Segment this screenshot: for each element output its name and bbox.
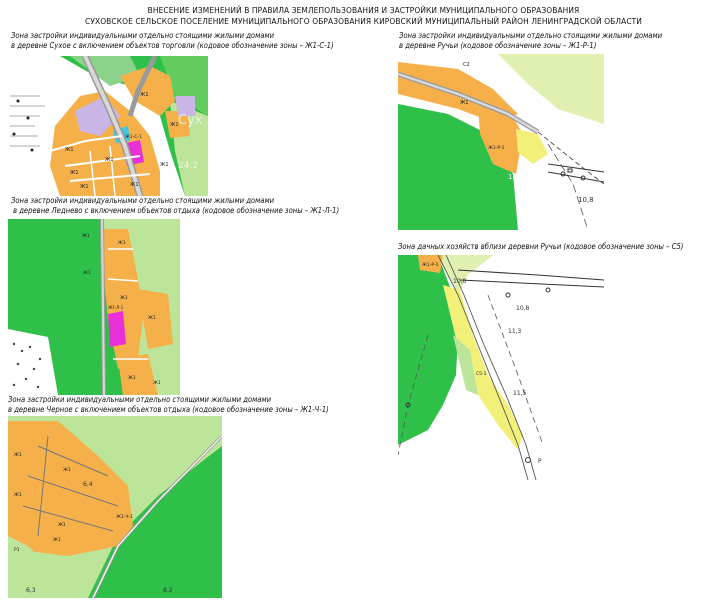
zone-label: Ж1	[120, 295, 128, 301]
elevation-mark: 10,0	[508, 173, 524, 181]
zone-label: Ж1	[58, 522, 66, 528]
sukhoe-caption-1: Зона застройки индивидуальными отдельно …	[11, 31, 275, 40]
zone-label: Ж1	[160, 162, 169, 168]
zone-label: Ж1	[70, 170, 79, 176]
zone-label: Ж1-Л-1	[108, 305, 124, 310]
zone-label: Ж1	[460, 100, 469, 106]
elevation-mark: 6,3	[26, 587, 36, 594]
zone-label: Ж1	[14, 492, 22, 498]
zone-label: Ж1	[148, 315, 156, 321]
dacha-caption-1: Зона дачных хозяйств вблизи деревни Ручь…	[398, 242, 684, 251]
ruchi-caption-2: в деревне Ручьи (кодовое обозначение зон…	[399, 41, 597, 50]
ruchi-map: С2 Ж1 Ж1-Р-1 10,0 10,8	[398, 54, 604, 230]
place-name: Сух	[178, 113, 203, 128]
lednevo-caption-2: в деревне Леднево с включением объектов …	[13, 206, 340, 215]
zone-label: Ж1	[14, 452, 22, 458]
elevation-mark: 10,8	[516, 305, 530, 312]
zone-label: Ж1	[80, 184, 89, 190]
chernoe-caption-2: в деревне Черное с включением объектов о…	[8, 405, 329, 414]
zone-label: С5-1	[476, 371, 487, 377]
zone-label: С2	[463, 62, 470, 68]
dacha-map: Ж1-Р-1 10,0 10,8 11,3 С5-1 11,5 Р	[398, 255, 604, 490]
zone-label: Ж1	[63, 467, 71, 473]
elevation-mark: 11,5	[513, 390, 527, 397]
zone-label: Ж1-С-1	[125, 134, 142, 140]
ruchi-caption-1: Зона застройки индивидуальными отдельно …	[399, 31, 663, 40]
chernoe-map: Ж1 Ж1 Ж1 Ж1 Ж1-Ч-1 Ж1 Р1 6,4 6,3 8,2	[8, 416, 222, 598]
zone-label: Р1	[14, 547, 20, 553]
zone-label: Ж1	[140, 92, 149, 98]
document-title-line1: ВНЕСЕНИЕ ИЗМЕНЕНИЙ В ПРАВИЛА ЗЕМЛЕПОЛЬЗО…	[147, 5, 580, 15]
zone-label: Ж1	[130, 182, 139, 188]
zone-label: Ж1	[53, 537, 61, 543]
zone-label: Ж1	[83, 270, 91, 276]
lednevo-caption-1: Зона застройки индивидуальными отдельно …	[11, 196, 275, 205]
elevation-mark: 8,2	[163, 587, 173, 594]
zone-label: Ж1	[65, 147, 74, 153]
sukhoe-caption-2: в деревне Сухое с включением объектов то…	[11, 41, 334, 50]
zone-label: Ж1	[105, 157, 114, 163]
elevation-mark: 6,4	[83, 481, 93, 488]
map-symbol: Р	[538, 458, 542, 465]
chernoe-caption-1: Зона застройки индивидуальными отдельно …	[8, 395, 272, 404]
sukhoe-map: Ж1 Ж1 Ж1 Ж1-С-1 Ж1 Ж1 Ж1 Ж1 Ж1 Сух 24,2	[10, 56, 208, 196]
zone-label: Ж1	[82, 233, 90, 239]
elevation-mark: 24,2	[178, 161, 198, 171]
zone-label: Ж1-Ч-1	[116, 514, 133, 520]
zone-label: Ж1	[128, 375, 136, 381]
elevation-mark: 10,8	[578, 196, 594, 204]
zone-label: Ж1	[153, 380, 161, 386]
elevation-mark: 10,0	[453, 278, 467, 285]
zone-label: Ж1	[170, 122, 179, 128]
zone-label: Ж1-Р-1	[488, 145, 505, 151]
document-title-line2: СУХОВСКОЕ СЕЛЬСКОЕ ПОСЕЛЕНИЕ МУНИЦИПАЛЬН…	[85, 16, 642, 26]
elevation-mark: 11,3	[508, 328, 522, 335]
zone-label: Ж1	[118, 240, 126, 246]
zone-label: Ж1-Р-1	[422, 262, 439, 268]
lednevo-map: Ж1 Ж1 Ж1 Ж1-Л-1 Ж1 Ж1 Ж1 Ж1	[8, 219, 180, 395]
